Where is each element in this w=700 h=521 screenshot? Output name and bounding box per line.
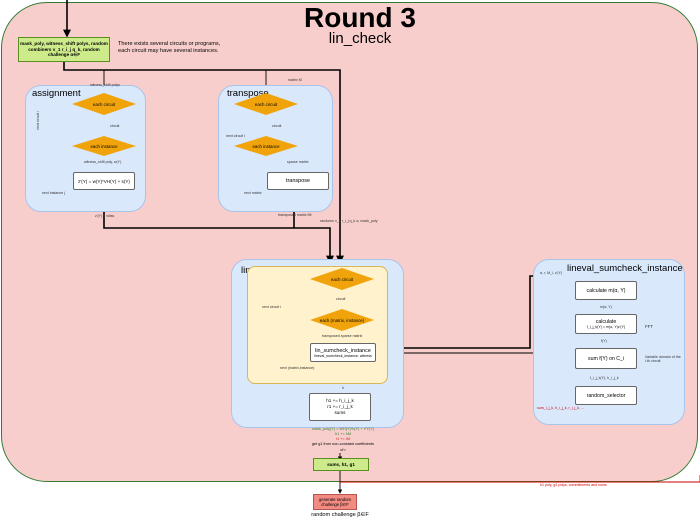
- inputs-label: mask_poly, witness_shift polys, random c…: [20, 40, 108, 58]
- inputs-box: mask_poly, witness_shift polys, random c…: [18, 37, 110, 62]
- lin-instance-name: lin_sumcheck_instance: [315, 347, 371, 354]
- assignment-next-circuit: next circuit i: [36, 111, 40, 130]
- results-box: sums, h1, g1: [313, 458, 369, 471]
- lin-tsm-label: transposed sparse matrix: [322, 334, 363, 338]
- lin-sumcheck-instance: lin_sumcheck_instance lineval_sumcheck_i…: [310, 343, 376, 362]
- mask-formula: mask_poly(Y) = WH(Y)*h(Y) + r*Y(Y) h1 +=…: [311, 427, 375, 452]
- random-caption: random challenge β∈F: [311, 512, 369, 518]
- lineval-out-label: sum_i_j_k, h_i_j_k, r_i_j_k, ...: [537, 406, 585, 410]
- merge-label: randoms v_1 r_i_j q_k α, mask_poly: [320, 219, 378, 223]
- lin-sums-box: h1 += h_i_j_k r1 += r_i_j_k sums: [309, 393, 371, 421]
- transpose-in-label: matrix M: [288, 78, 302, 82]
- lineval-step-3: sum f(Y) on C_i: [575, 348, 637, 369]
- assignment-each-circuit: each circuit: [72, 93, 136, 115]
- assignment-next-instance: next instance j: [42, 191, 65, 195]
- round-title: Round 3: [304, 2, 416, 33]
- lin-each-circuit: each circuit: [310, 268, 374, 290]
- lin-next-pair: next (matrix,instance): [280, 366, 315, 370]
- lineval-domain-note: Variable domain of the i-th circuit.: [645, 355, 681, 364]
- assignment-out-label: z'(Y) + witss: [95, 214, 115, 218]
- assignment-formula: z'(Y) = w(Y)*VH(Y) + s(Y): [73, 172, 135, 190]
- lin-instance-args: lineval_sumcheck_instance, witness: [314, 353, 372, 358]
- assignment-each-instance: each instance: [72, 136, 136, 156]
- lin-sumcheck-loop-area: [247, 266, 388, 384]
- instances-note: There exists several circuits or program…: [118, 41, 221, 55]
- assignment-in-label: witness_shift polys: [90, 83, 120, 87]
- transpose-next-matrix: next matrix: [244, 191, 262, 195]
- assignment-title: assignment: [32, 88, 81, 99]
- lin-circuit-label: circuit: [336, 297, 346, 301]
- lineval-label-2: f(Y): [601, 339, 607, 343]
- round-subtitle: lin_check: [328, 30, 392, 47]
- lin-each-pair: each (matrix, instance): [310, 309, 374, 331]
- transpose-action: transpose: [267, 172, 329, 190]
- assignment-witness-label: witness_shift poly, w(Y): [84, 160, 122, 164]
- lineval-step-2: calculate f_i_j_k(Y) = m(α, Y)z'(Y): [575, 314, 637, 334]
- lineval-step-4: random_selector: [575, 386, 637, 405]
- random-challenge-box: generate random challenge β∈F: [313, 494, 357, 510]
- lineval-step-1: calculate m(α, Y): [575, 281, 637, 300]
- transpose-circuit-label: circuit: [272, 124, 282, 128]
- transpose-each-circuit: each circuit: [234, 93, 298, 115]
- transpose-out-label: transposed matrix Mt: [278, 213, 312, 217]
- lineval-label-1: m(α, Y): [600, 305, 612, 309]
- lineval-in-label: α, r, M_i, z'(Y): [540, 271, 563, 275]
- transpose-each-instance: each instance: [234, 136, 298, 156]
- lineval-fft: FFT: [645, 324, 654, 329]
- commit-label: h1 poly, g1 polys, commitments and sums: [540, 483, 607, 487]
- lineval-label-3: f_i_j_k(Y), h_i_j_k: [590, 376, 619, 380]
- lin-h-label: h: [342, 386, 344, 390]
- transpose-title: transpose: [227, 88, 269, 99]
- transpose-sparse-label: sparse matrix: [287, 160, 309, 164]
- assignment-circuit-label: circuit: [110, 124, 120, 128]
- lin-next-circuit: next circuit i: [262, 305, 281, 309]
- transpose-next-circuit: next circuit i: [226, 134, 245, 138]
- lineval-title: lineval_sumcheck_instance: [567, 263, 683, 274]
